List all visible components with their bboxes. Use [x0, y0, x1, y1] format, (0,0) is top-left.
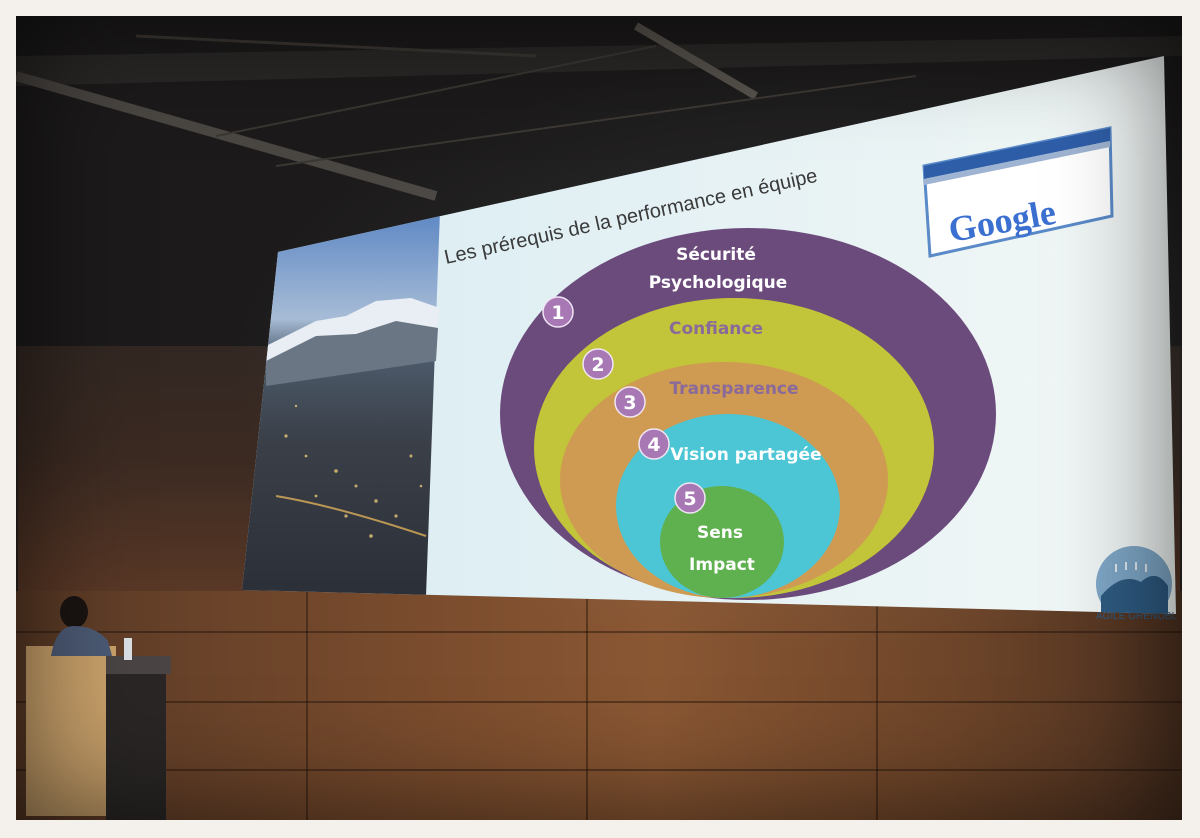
level-3-label: Transparence: [669, 379, 798, 399]
level-4-badge-number: 4: [647, 434, 660, 456]
level-5-label-line2: Impact: [689, 555, 755, 575]
level-4-badge: [638, 428, 670, 460]
level-5-label: Sens: [697, 523, 743, 543]
level-1-badge: [542, 296, 574, 328]
level-2-badge: [582, 348, 614, 380]
ellipse-level-5: [660, 486, 784, 598]
level-2-label: Confiance: [669, 319, 763, 339]
level-1-label-line2: Psychologique: [649, 273, 788, 293]
water-bottle: [124, 638, 132, 660]
speaker-body: [51, 626, 112, 656]
level-2-badge-number: 2: [591, 354, 604, 376]
level-5-badge-number: 5: [683, 488, 696, 510]
level-1-label: Sécurité: [676, 245, 756, 265]
conference-photo: Les prérequis de la performance en équip…: [16, 16, 1182, 820]
agile-grenoble-logo: [1096, 546, 1172, 614]
footer-brand: AGILE GRENOBL: [1096, 611, 1178, 622]
google-screenshot: [922, 126, 1114, 258]
projected-slide: Les prérequis de la performance en équip…: [242, 56, 1178, 622]
speaker-podium: [26, 596, 171, 820]
podium: [26, 646, 116, 816]
level-3-badge: [614, 386, 646, 418]
speaker-head: [60, 596, 88, 628]
level-3-badge-number: 3: [623, 392, 636, 414]
level-5-badge: [674, 482, 706, 514]
level-4-label: Vision partagée: [670, 445, 821, 465]
wood-wall: [16, 591, 1182, 820]
level-1-badge-number: 1: [551, 302, 564, 324]
